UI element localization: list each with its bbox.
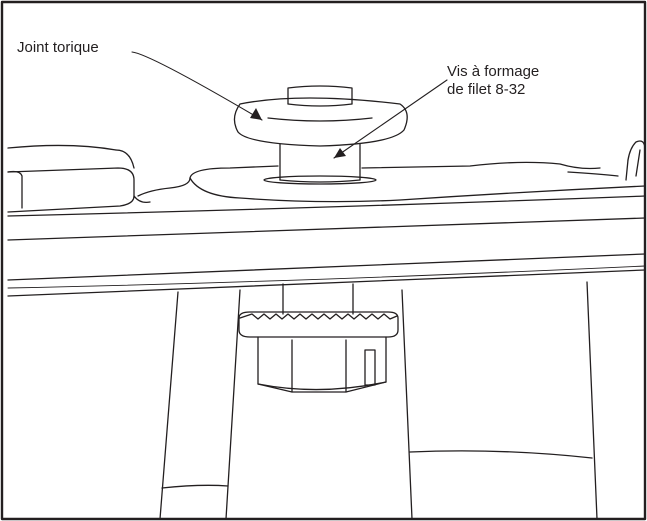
screw-label-line-1: Vis à formage bbox=[447, 63, 540, 80]
screw bbox=[263, 143, 377, 185]
leader-arrow-oring bbox=[250, 108, 262, 120]
base-plate bbox=[7, 195, 646, 297]
screw-label-line-2: de filet 8-32 bbox=[447, 81, 526, 98]
right-clip bbox=[625, 140, 646, 181]
knurled-nut bbox=[238, 283, 399, 393]
o-ring bbox=[233, 85, 408, 147]
leader-arrow-screw bbox=[334, 148, 346, 158]
left-clip bbox=[7, 149, 151, 213]
screw-label: Vis à formage de filet 8-32 bbox=[447, 63, 539, 99]
leader-lines bbox=[131, 51, 448, 159]
top-plate bbox=[7, 144, 646, 203]
o-ring-label: Joint torique bbox=[17, 39, 99, 56]
support-columns bbox=[159, 281, 598, 520]
